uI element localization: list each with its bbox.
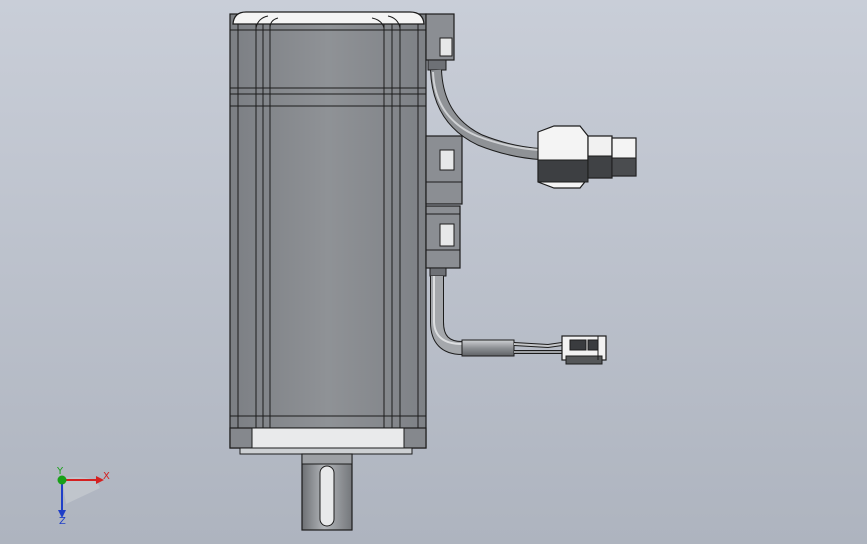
encoder-connector-housing[interactable] (425, 135, 463, 277)
z-axis-label: Z (59, 516, 66, 527)
x-axis-label: X (103, 471, 110, 482)
y-axis-label: Y (56, 466, 64, 477)
x-axis-arrowhead (96, 476, 104, 484)
encoder-cable[interactable] (430, 276, 563, 357)
y-axis-dot (57, 475, 67, 485)
motor-shaft[interactable] (301, 453, 353, 531)
orientation-triad[interactable]: X Y Z (56, 466, 110, 527)
power-plug[interactable] (537, 125, 637, 189)
motor-flange[interactable] (229, 427, 427, 455)
motor-body[interactable] (229, 11, 427, 449)
power-connector-housing[interactable] (425, 13, 455, 71)
triad-shade (62, 477, 100, 504)
encoder-plug[interactable] (561, 335, 607, 365)
power-cable[interactable] (430, 69, 541, 160)
z-axis-arrowhead (58, 510, 66, 518)
